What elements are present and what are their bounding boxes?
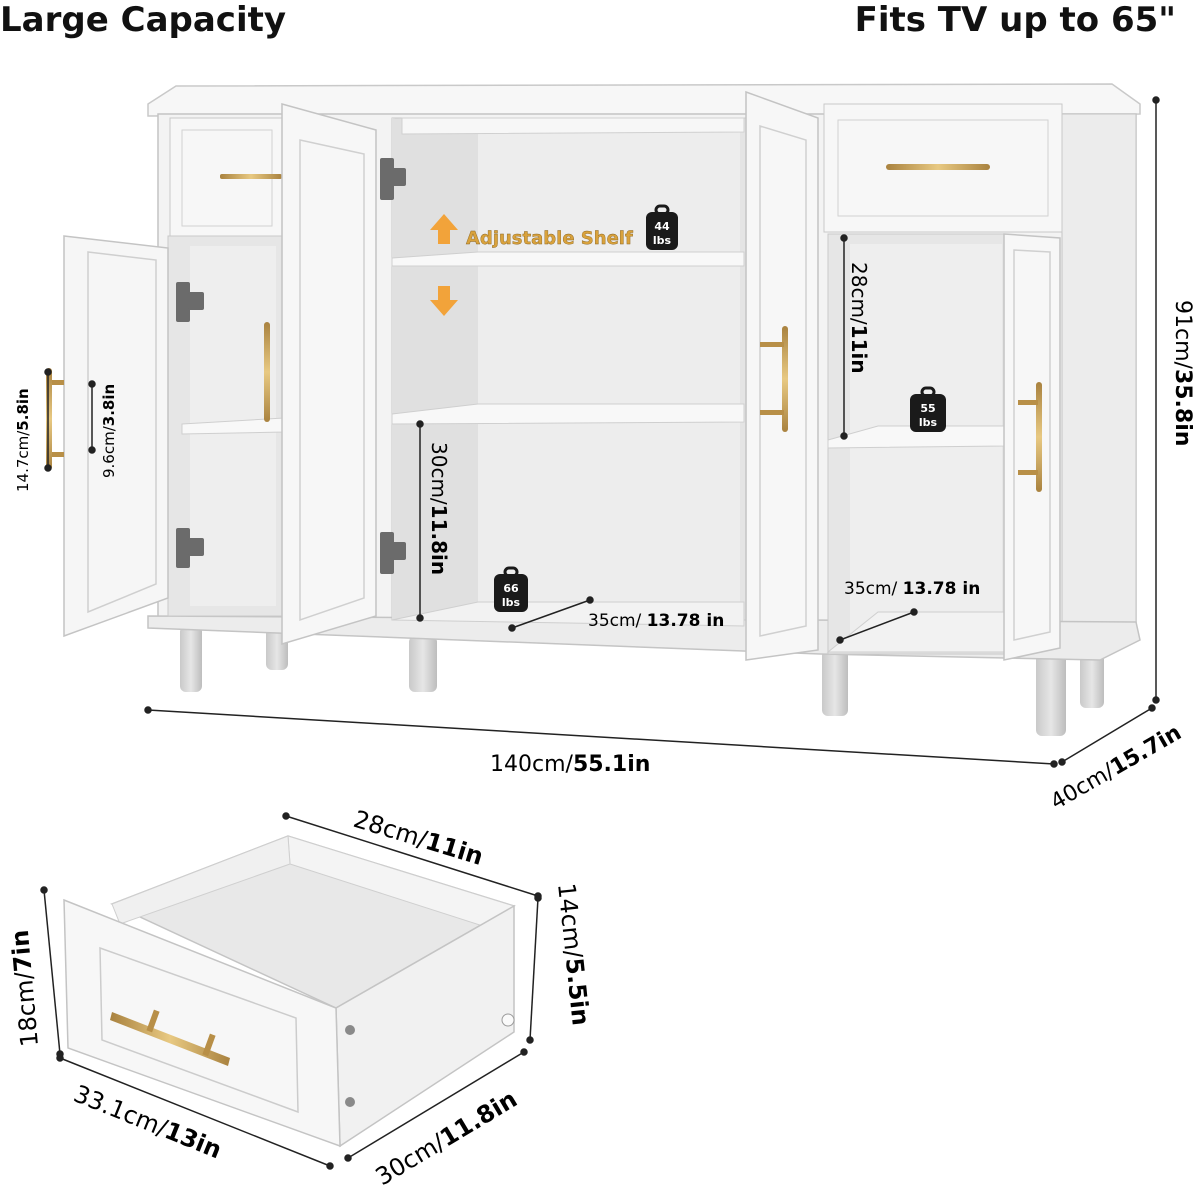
drawer-inner-height-label: 14cm/5.5in xyxy=(552,882,595,1027)
center-shelf-depth-label: 35cm/ 13.78 in xyxy=(588,611,724,631)
depth-dimension-label: 40cm/15.7in xyxy=(1047,720,1186,815)
cabinet-leg xyxy=(409,636,437,692)
center-top-rail xyxy=(401,117,745,135)
center-left-door-panel xyxy=(299,139,365,622)
cabinet-leg xyxy=(1080,648,1104,708)
weight-unit: lbs xyxy=(653,234,672,247)
drawer-handle xyxy=(110,1012,230,1066)
height-dimension-label: 91cm/35.8in xyxy=(1170,300,1195,446)
drawer-outer-height-label: 18cm/7in xyxy=(6,929,44,1048)
drawer-rail-stop xyxy=(501,1013,515,1027)
far-right-door-handle xyxy=(1036,382,1042,492)
headline-tv-fit: Fits TV up to 65" xyxy=(854,0,1176,40)
center-bottom-height-label: 30cm/11.8in xyxy=(427,442,451,575)
center-left-wall xyxy=(392,118,478,620)
drawer-dimension-lines xyxy=(40,812,542,1170)
center-floor xyxy=(391,601,745,627)
center-right-door-handle xyxy=(782,326,788,432)
handle-post xyxy=(146,1009,160,1033)
far-right-door xyxy=(1003,233,1061,661)
handle-post xyxy=(1018,470,1038,475)
handle-span-label: 9.6cm/3.8in xyxy=(100,384,118,478)
drawer-front-panel xyxy=(99,946,299,1114)
center-right-door-panel xyxy=(759,124,807,637)
weight-value: 44 xyxy=(654,220,670,233)
center-shelf xyxy=(391,403,745,425)
right-upper-height-label: 28cm/11in xyxy=(847,262,871,374)
center-back-panel xyxy=(478,130,740,604)
far-left-door-handle xyxy=(46,368,52,470)
drawer-front xyxy=(63,898,341,1148)
width-dimension-label: 140cm/55.1in xyxy=(490,752,650,777)
handle-post xyxy=(760,342,784,347)
handle-length-label: 14.7cm/5.8in xyxy=(14,388,32,492)
handle-post xyxy=(1018,400,1038,405)
hinge-icon xyxy=(176,282,204,568)
left-door-inner-handle xyxy=(264,322,270,422)
center-left-door xyxy=(281,103,377,646)
handle-post xyxy=(52,452,64,457)
weight-unit: lbs xyxy=(919,416,938,429)
drawer-side-hole xyxy=(345,1025,355,1035)
cabinet-leg xyxy=(180,626,202,692)
handle-post xyxy=(202,1033,216,1057)
drawer-left-wall xyxy=(111,835,291,925)
sideboard-cabinet xyxy=(46,83,1141,736)
arrow-down-icon xyxy=(430,286,458,316)
handle-post xyxy=(52,380,64,385)
arrow-up-icon xyxy=(430,214,458,244)
weight-value: 66 xyxy=(503,582,519,595)
adjustable-shelf xyxy=(391,251,745,267)
right-drawer-handle xyxy=(886,164,990,170)
weight-unit: lbs xyxy=(502,596,521,609)
weight-icon: 44 lbs xyxy=(646,204,678,250)
cabinet-side-panel xyxy=(1061,113,1137,623)
far-left-door xyxy=(63,235,169,638)
dimension-lines xyxy=(44,96,1160,768)
headline-large-capacity: Large Capacity xyxy=(0,0,287,40)
far-left-door-panel xyxy=(87,251,157,614)
right-drawer-panel xyxy=(837,119,1049,217)
drawer-side-hole xyxy=(345,1097,355,1107)
drawer-illustration xyxy=(63,835,516,1148)
right-shelf-depth-label: 35cm/ 13.78 in xyxy=(844,579,980,599)
cabinet-leg xyxy=(822,650,848,716)
hinge-icon xyxy=(380,158,406,574)
far-right-door-panel xyxy=(1013,249,1051,641)
weight-value: 55 xyxy=(920,402,935,415)
weight-icon: 66 lbs xyxy=(494,566,528,612)
adjustable-shelf-label: Adjustable Shelf xyxy=(466,228,633,249)
handle-post xyxy=(760,410,784,415)
cabinet-leg xyxy=(1036,650,1066,736)
left-drawer-handle xyxy=(220,174,282,179)
weight-icon: 55 lbs xyxy=(910,386,946,432)
